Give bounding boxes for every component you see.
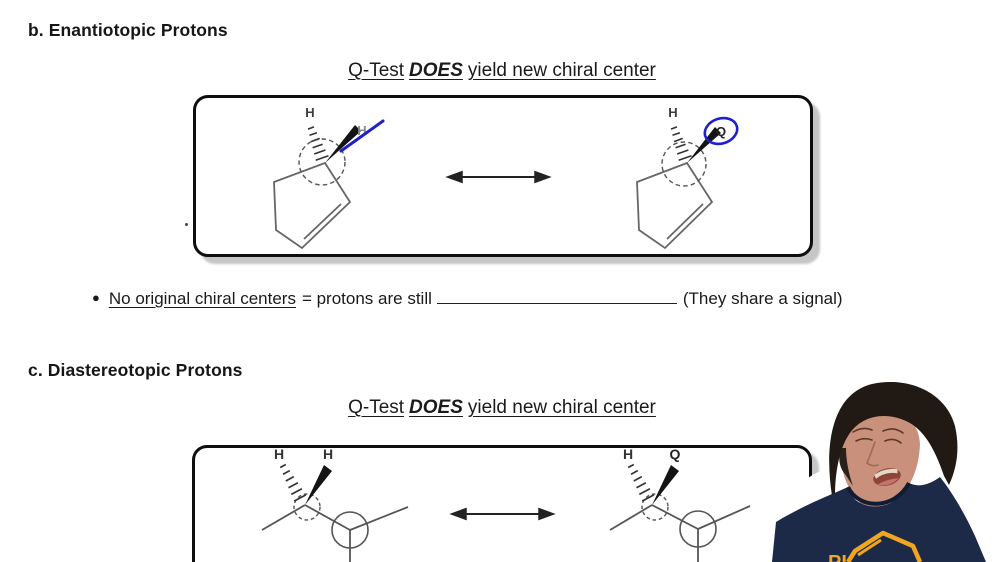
q-label: Q (716, 124, 726, 139)
h-label: H (668, 105, 677, 120)
section-c-heading: c. Diastereotopic Protons (28, 360, 243, 380)
teeth (874, 468, 898, 479)
hash-wedge-bond (670, 126, 692, 162)
collar (846, 481, 911, 506)
cyclopentene-left-structure: H H (273, 105, 385, 250)
arrow-head-right (534, 170, 552, 184)
solid-wedge-bond (325, 125, 361, 163)
double-bond (666, 203, 704, 240)
solid-wedge-bond (687, 127, 721, 163)
h-label: H (305, 105, 314, 120)
eyebrow-left (852, 427, 873, 433)
hair (829, 381, 958, 496)
arrow-head-right (538, 507, 556, 521)
h-label: H (623, 446, 633, 462)
methyl-bond (609, 504, 653, 531)
shirt-logo-text: PL (828, 552, 854, 562)
cyclopentene-right-structure: H Q (636, 105, 739, 250)
hash-wedge-bond (627, 463, 655, 502)
stray-mark (185, 223, 188, 226)
facial-features (852, 427, 904, 467)
enantiotopic-note-line: ● No original chiral centers = protons are… (92, 287, 843, 309)
double-headed-arrow-1 (445, 170, 552, 184)
hash-wedge-bond (307, 126, 329, 162)
chiral-center-dashed-circle (298, 138, 346, 186)
back-atom-circle (331, 511, 369, 549)
double-bond (303, 203, 342, 240)
solid-wedge-bond (305, 465, 332, 505)
qtest-title-b-pre: Q-Test (348, 60, 405, 81)
arrow-head-left (449, 507, 467, 521)
h-label-2: H (323, 446, 333, 462)
sawhorse-left-structure: H H (261, 446, 409, 562)
crossed-h-label: H (357, 123, 366, 138)
arrow-head-left (445, 170, 463, 184)
sideburn (839, 448, 853, 486)
qtest-title-c-pre: Q-Test (348, 397, 405, 418)
section-b-heading: b. Enantiotopic Protons (28, 20, 228, 40)
cc-bond (651, 504, 699, 530)
bullet-marker: ● (92, 290, 100, 305)
answer-blank (436, 287, 677, 304)
face (841, 409, 920, 506)
sawhorse-right-structure: H Q (609, 446, 751, 562)
hexagon-logo-icon (846, 530, 923, 562)
nose (866, 441, 879, 467)
hash-wedge-bond (279, 463, 307, 502)
chiral-center-dashed-circle (641, 493, 669, 521)
back-bond-upright (697, 505, 751, 530)
cc-bond (304, 504, 351, 531)
methyl-bond (261, 504, 306, 531)
mouth (873, 468, 901, 486)
qtest-title-c-emph: DOES (409, 397, 463, 418)
double-headed-arrow-2 (449, 507, 556, 521)
qtest-title-c-post: yield new chiral center (467, 397, 656, 418)
chiral-center-dashed-circle (661, 141, 707, 187)
lower-lip (877, 478, 899, 486)
note-middle-text: = protons are still (301, 289, 432, 308)
back-bond-upright (349, 506, 409, 531)
tshirt (772, 477, 986, 562)
eye-left (855, 437, 873, 442)
back-atom-circle (679, 510, 717, 548)
qtest-title-b-emph: DOES (409, 60, 463, 81)
ring-bonds (273, 161, 352, 250)
blue-strikethrough (339, 119, 385, 153)
chiral-center-dashed-circle (293, 493, 321, 521)
eye-right (884, 438, 902, 444)
ring-bonds (636, 161, 714, 250)
blue-circle-annotation (703, 116, 739, 146)
qtest-title-b-post: yield new chiral center (467, 60, 656, 81)
webcam-person: PL (768, 378, 992, 562)
h-label-1: H (274, 446, 284, 462)
solid-wedge-bond (652, 465, 679, 505)
note-underlined-text: No original chiral centers (108, 289, 296, 308)
hexagon-logo-inner-line (857, 538, 882, 557)
q-label: Q (670, 446, 681, 462)
eyebrow-right (882, 428, 904, 434)
note-parenthetical: (They share a signal) (682, 289, 843, 308)
